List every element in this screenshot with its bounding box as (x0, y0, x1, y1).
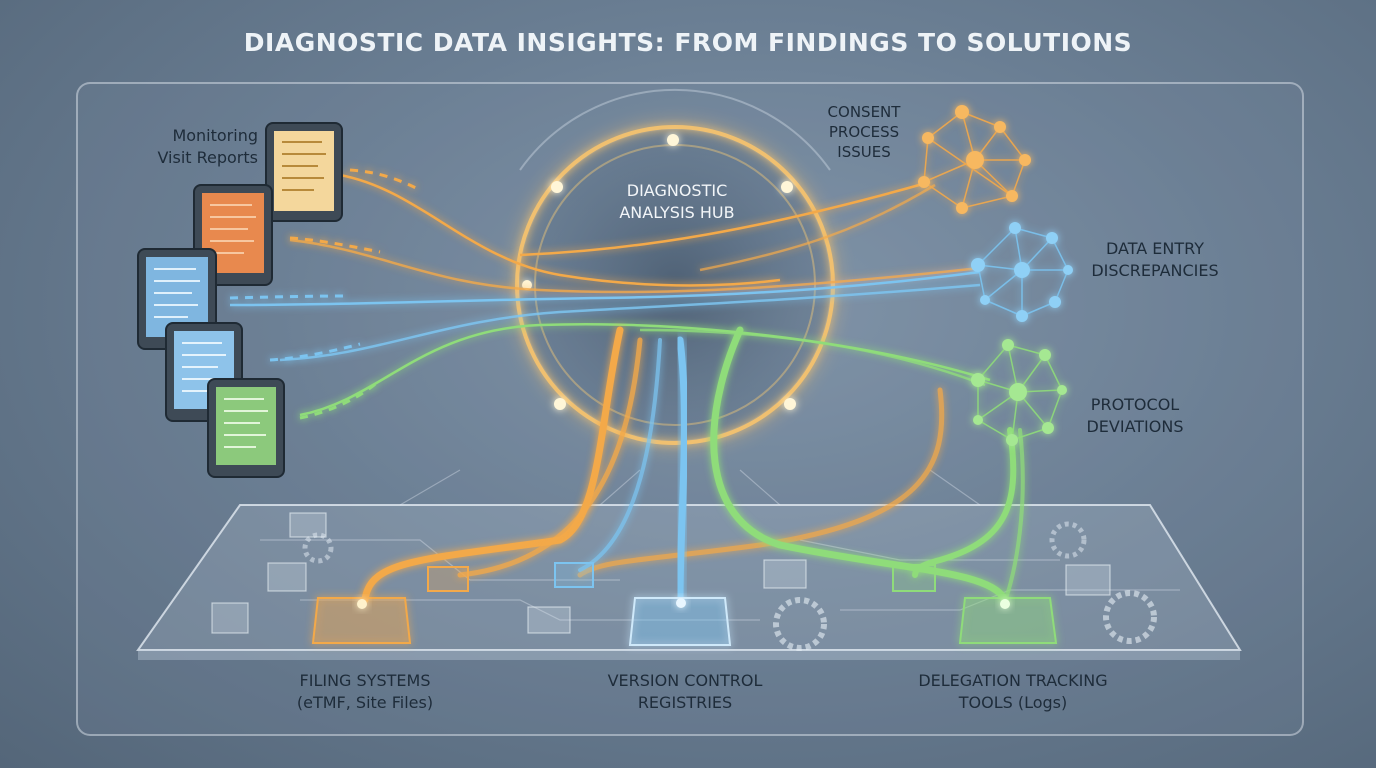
solution-label-line2: TOOLS (Logs) (958, 693, 1068, 712)
solution-label-filing: FILING SYSTEMS (eTMF, Site Files) (270, 670, 460, 714)
solution-box-version-control (628, 597, 732, 646)
network-cluster-consent (918, 105, 1031, 214)
finding-label-data-entry: DATA ENTRY DISCREPANCIES (1091, 239, 1219, 280)
gear-icon (1103, 590, 1157, 644)
solution-label-version-control: VERSION CONTROL REGISTRIES (580, 670, 790, 714)
solution-label-line2: (eTMF, Site Files) (296, 693, 434, 712)
data-dashes (229, 168, 421, 420)
finding-label-consent: CONSENT PROCESS ISSUES (827, 103, 901, 161)
solution-label-line1: FILING SYSTEMS (299, 671, 431, 690)
solution-box-delegation (958, 597, 1058, 644)
incoming-data-streams (229, 173, 991, 417)
platform-boxes (211, 512, 1111, 634)
network-cluster-protocol (971, 339, 1067, 446)
solution-label-delegation: DELEGATION TRACKING TOOLS (Logs) (893, 670, 1133, 714)
diagram-title: DIAGNOSTIC DATA INSIGHTS: FROM FINDINGS … (243, 28, 1133, 57)
solution-label-line1: VERSION CONTROL (607, 671, 763, 690)
gear-icon (1049, 521, 1087, 559)
report-tablet (207, 378, 285, 478)
gear-icon (773, 597, 827, 651)
solution-label-line2: REGISTRIES (637, 693, 733, 712)
hub-label: DIAGNOSTIC ANALYSIS HUB (619, 181, 735, 222)
gear-icon (302, 532, 334, 564)
small-node-boxes (427, 562, 936, 592)
solution-box-filing (311, 597, 412, 644)
finding-label-protocol: PROTOCOL DEVIATIONS (1086, 395, 1184, 436)
hub-node-dots (522, 134, 796, 410)
network-cluster-data-entry (971, 222, 1073, 322)
solution-label-line1: DELEGATION TRACKING (918, 671, 1108, 690)
sources-label: Monitoring Visit Reports (157, 126, 258, 167)
report-tablet (265, 122, 343, 222)
solution-pipes (361, 326, 1025, 604)
